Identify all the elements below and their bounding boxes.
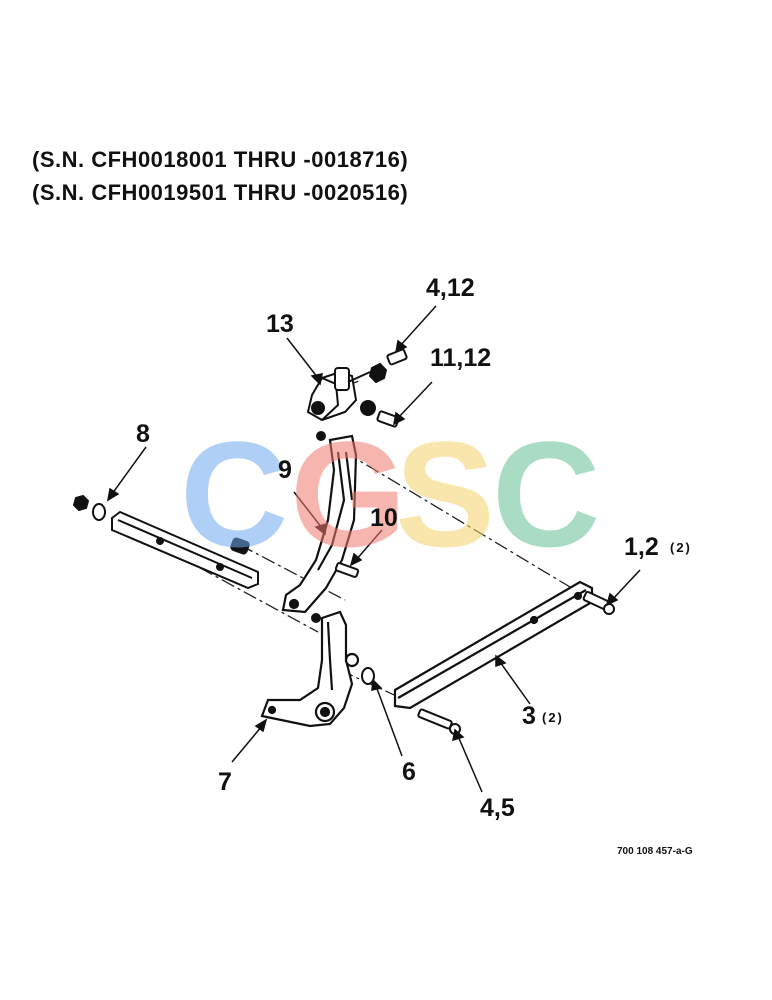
nut-small — [316, 431, 326, 441]
watermark-letter-3: S — [395, 410, 495, 578]
callout-3-qty: (2) — [542, 710, 564, 725]
callout-3: 3 — [522, 702, 536, 730]
part-3-bar — [393, 580, 594, 710]
serial-range-2: (S.N. CFH0019501 THRU -0020516) — [32, 180, 409, 205]
callout-10: 10 — [370, 504, 398, 532]
callout-6: 6 — [402, 758, 416, 786]
leader-lines — [106, 305, 641, 793]
hardware-4-12 — [368, 348, 408, 384]
callout-13: 13 — [266, 310, 294, 338]
callouts: 13 4,12 11,12 8 9 10 1,2 (2) 3 (2) 7 6 4… — [136, 274, 692, 822]
callout-9: 9 — [278, 456, 292, 484]
part-6-washer — [361, 667, 375, 685]
part-8-bracket — [111, 510, 259, 590]
watermark-letter-4: C — [492, 410, 600, 578]
callout-1-2: 1,2 — [624, 533, 659, 561]
figure-code: 700 108 457-a-G — [617, 846, 693, 857]
callout-4-12: 4,12 — [426, 274, 475, 302]
watermark-letter-2: G — [290, 410, 407, 578]
part-7-lever — [260, 610, 360, 728]
hardware-8 — [72, 494, 106, 521]
callout-7: 7 — [218, 768, 232, 796]
hardware-4-5 — [417, 708, 461, 735]
callout-11-12: 11,12 — [430, 344, 491, 372]
callout-1-2-qty: (2) — [670, 540, 692, 555]
callout-8: 8 — [136, 420, 150, 448]
watermark-letter-1: C — [180, 410, 288, 578]
serial-range-1: (S.N. CFH0018001 THRU -0018716) — [32, 147, 409, 172]
watermark-cgsc: C G S C — [180, 410, 600, 578]
callout-4-5: 4,5 — [480, 794, 515, 822]
part-10-pin — [334, 562, 360, 578]
nut-lever — [311, 613, 321, 623]
